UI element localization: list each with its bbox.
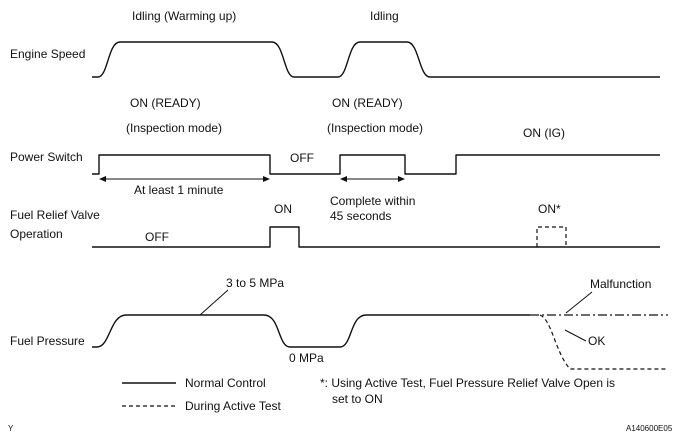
relief-valve-row-label-line1: Fuel Relief Valve bbox=[10, 208, 100, 222]
inspection-mode-label-1: (Inspection mode) bbox=[126, 121, 222, 135]
ok-label: OK bbox=[588, 334, 605, 348]
malfunction-leader bbox=[565, 291, 593, 314]
legend-active-test-label: During Active Test bbox=[185, 399, 281, 413]
relief-valve-row-label-line2: Operation bbox=[10, 227, 63, 241]
relief-valve-active-test-pulse bbox=[536, 226, 567, 247]
malfunction-label: Malfunction bbox=[590, 277, 651, 291]
figure-code: A140600E05 bbox=[626, 424, 673, 433]
fuel-pressure-row-label: Fuel Pressure bbox=[10, 334, 85, 348]
fuel-pressure-ok-line bbox=[539, 314, 668, 370]
3-to-5-mpa-leader bbox=[199, 289, 229, 316]
idling-warming-up-label: Idling (Warming up) bbox=[132, 9, 236, 23]
relief-valve-off-label: OFF bbox=[145, 230, 169, 244]
duration-arrow-2 bbox=[340, 176, 405, 182]
relief-valve-on-star-label: ON* bbox=[538, 202, 561, 216]
legend-normal-control-label: Normal Control bbox=[185, 376, 266, 390]
on-ig-label: ON (IG) bbox=[523, 126, 565, 140]
power-switch-off-label: OFF bbox=[290, 151, 314, 165]
inspection-mode-label-2: (Inspection mode) bbox=[327, 121, 423, 135]
0-mpa-label: 0 MPa bbox=[289, 351, 324, 365]
power-switch-signal bbox=[92, 154, 660, 175]
45-seconds-label: 45 seconds bbox=[330, 209, 391, 223]
3-to-5-mpa-label: 3 to 5 MPa bbox=[226, 276, 284, 290]
on-ready-label-1: ON (READY) bbox=[130, 96, 201, 110]
corner-y-mark: Y bbox=[8, 424, 14, 433]
engine-speed-row-label: Engine Speed bbox=[10, 47, 85, 61]
fuel-pressure-signal bbox=[92, 314, 530, 348]
at-least-1-minute-label: At least 1 minute bbox=[134, 183, 224, 197]
idling-label: Idling bbox=[370, 9, 399, 23]
engine-speed-signal bbox=[92, 41, 660, 78]
complete-within-label: Complete within bbox=[330, 194, 415, 208]
power-switch-row-label: Power Switch bbox=[10, 150, 83, 164]
on-ready-label-2: ON (READY) bbox=[332, 96, 403, 110]
duration-arrow-1 bbox=[99, 176, 270, 182]
ok-leader bbox=[564, 329, 587, 342]
relief-valve-on-label: ON bbox=[274, 202, 292, 216]
footnote-line-1: *: Using Active Test, Fuel Pressure Reli… bbox=[320, 376, 615, 390]
footnote-line-2: set to ON bbox=[332, 392, 383, 406]
relief-valve-signal bbox=[92, 226, 660, 248]
